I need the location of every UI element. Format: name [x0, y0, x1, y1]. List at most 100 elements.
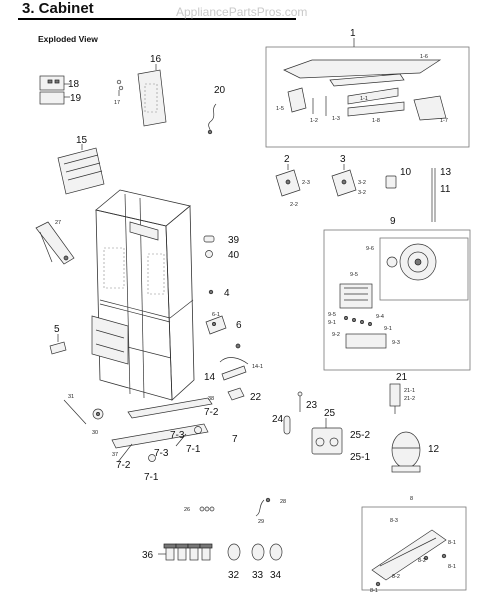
callout-8-2b: 8-2 — [392, 574, 400, 580]
part-7-rail[interactable] — [111, 423, 209, 449]
callout-4: 4 — [224, 288, 230, 299]
callout-2-3: 2-3 — [302, 180, 310, 186]
callout-15: 15 — [76, 135, 88, 146]
callout-7-3b: 7-3 — [154, 448, 169, 459]
callout-7-1a: 7-1 — [186, 444, 201, 455]
watermark: AppliancePartsPros.com — [176, 5, 308, 19]
part-2-hinge[interactable] — [275, 164, 301, 197]
part-27-arm[interactable] — [35, 221, 75, 265]
part-1-7-plate[interactable] — [413, 95, 447, 121]
box-part-9 — [323, 229, 471, 371]
part-1-6-cover[interactable] — [283, 59, 442, 79]
callout-8-2a: 8-2 — [418, 558, 426, 564]
part-23[interactable] — [297, 391, 303, 412]
part-20-wire[interactable] — [208, 103, 217, 133]
callout-23: 23 — [306, 400, 318, 411]
callout-9-5: 9-5 — [350, 272, 358, 278]
callout-22: 22 — [250, 392, 262, 403]
callout-9-1b: 9-1 — [384, 326, 392, 332]
callout-9: 9 — [390, 216, 396, 227]
part-24[interactable] — [283, 415, 291, 435]
callout-25-1: 25-1 — [350, 452, 370, 463]
part-15-cover[interactable] — [57, 144, 105, 195]
part-36-feet[interactable] — [163, 543, 213, 561]
callout-33: 33 — [252, 570, 264, 581]
cabinet-body[interactable] — [91, 189, 195, 401]
part-12-compressor[interactable] — [391, 431, 421, 473]
callout-1-7: 1-7 — [440, 118, 448, 124]
part-9-assembly[interactable] — [339, 243, 437, 349]
callout-11: 11 — [440, 184, 451, 195]
callout-8-1a: 8-1 — [448, 540, 456, 546]
part-1-5-plate[interactable] — [287, 87, 307, 113]
part-40[interactable] — [205, 250, 213, 258]
callout-5: 5 — [54, 324, 60, 335]
part-11-13-rod[interactable] — [431, 168, 436, 222]
callout-29: 29 — [258, 519, 264, 525]
callout-21: 21 — [396, 372, 408, 383]
callout-25-2: 25-2 — [350, 430, 370, 441]
part-22[interactable] — [227, 387, 245, 401]
part-1-assembly[interactable] — [283, 38, 447, 121]
part-8-assembly[interactable] — [371, 529, 447, 587]
part-1-1-strip[interactable] — [347, 87, 399, 105]
part-7-1-wheel-right[interactable] — [194, 426, 202, 434]
part-21-relay[interactable] — [389, 383, 401, 414]
part-26[interactable] — [199, 506, 215, 512]
part-7-1-wheel[interactable] — [148, 454, 156, 462]
part-6[interactable] — [205, 315, 227, 335]
part-3-hinge[interactable] — [331, 164, 357, 197]
callout-13: 13 — [440, 167, 452, 178]
callout-25: 25 — [324, 408, 336, 419]
callout-1-1: 1-1 — [360, 96, 368, 102]
callout-32: 32 — [228, 570, 240, 581]
callout-28: 28 — [280, 499, 286, 505]
callout-14-1: 14-1 — [252, 364, 263, 370]
part-14[interactable] — [219, 343, 249, 381]
part-9-6-fan[interactable] — [386, 256, 398, 268]
callout-1-2: 1-2 — [310, 118, 318, 124]
part-30-roller[interactable] — [92, 408, 104, 420]
callout-8: 8 — [410, 496, 413, 502]
callout-6-1: 6-1 — [212, 312, 220, 318]
part-1-bracket[interactable] — [329, 73, 405, 87]
part-4[interactable] — [208, 289, 214, 295]
callout-30: 30 — [92, 430, 98, 436]
callout-20: 20 — [214, 85, 226, 96]
part-5[interactable] — [49, 334, 67, 355]
callout-16: 16 — [150, 54, 162, 65]
callout-7: 7 — [232, 434, 238, 445]
cabinet-lower-panel — [91, 315, 129, 365]
callout-7-2a: 7-2 — [204, 407, 219, 418]
part-1-8-strip[interactable] — [347, 101, 405, 117]
part-16-panel[interactable] — [137, 64, 167, 127]
callout-36: 36 — [142, 550, 154, 561]
callout-1-6: 1-6 — [420, 54, 428, 60]
part-31-rod[interactable] — [63, 399, 87, 425]
callout-9-1a: 9-1 — [328, 320, 336, 326]
part-38-rail[interactable] — [127, 397, 213, 419]
callout-3: 3 — [340, 154, 346, 165]
callout-8-1b: 8-1 — [448, 564, 456, 570]
part-25-valve[interactable] — [311, 418, 343, 455]
callout-21-2: 21-2 — [404, 396, 415, 402]
part-28-29-wire[interactable] — [255, 497, 271, 517]
callout-7-1b: 7-1 — [144, 472, 159, 483]
part-17-screws[interactable] — [116, 79, 124, 96]
part-7-rail-assembly[interactable] — [111, 397, 213, 463]
callout-8-3: 8-3 — [390, 518, 398, 524]
part-19[interactable] — [39, 91, 65, 105]
part-10[interactable] — [385, 175, 397, 189]
box-part-1 — [265, 46, 470, 148]
part-34[interactable] — [269, 543, 283, 561]
callout-19: 19 — [70, 93, 82, 104]
callout-9-5b: 9-5 — [328, 312, 336, 318]
part-9-3-tray[interactable] — [345, 333, 387, 349]
callout-7-3a: 7-3 — [170, 430, 185, 441]
part-39[interactable] — [203, 235, 215, 243]
part-33[interactable] — [251, 543, 265, 561]
part-9-5-evaporator[interactable] — [339, 283, 373, 309]
callout-14: 14 — [204, 372, 216, 383]
part-32[interactable] — [227, 543, 241, 561]
